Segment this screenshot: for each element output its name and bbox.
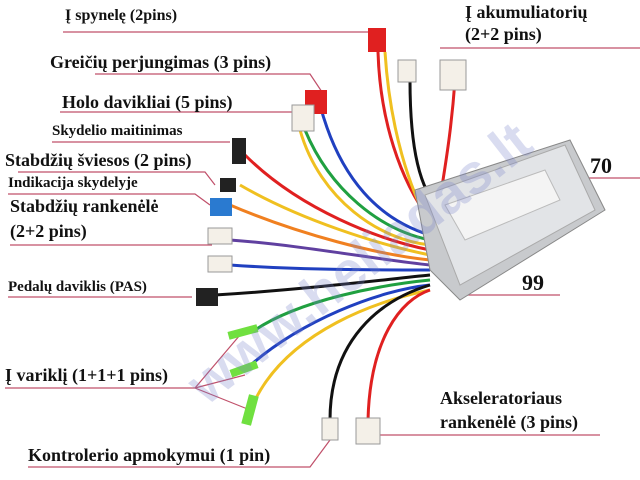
- label-battery: Į akumuliatorių: [465, 2, 588, 22]
- label-pas: Pedalų daviklis (PAS): [8, 279, 147, 295]
- label-motor: Į variklį (1+1+1 pins): [5, 365, 169, 385]
- label-panel-power: Skydelio maitinimas: [52, 123, 183, 139]
- label-brake-lever-pins: (2+2 pins): [10, 221, 87, 241]
- controller-box: [414, 139, 606, 301]
- label-battery-pins: (2+2 pins): [465, 24, 542, 44]
- label-hall: Holo davikliai (5 pins): [62, 92, 233, 112]
- connectors: [196, 28, 467, 445]
- label-lock: Į spynelę (2pins): [65, 7, 178, 24]
- label-learn: Kontrolerio apmokymui (1 pin): [28, 445, 271, 465]
- label-gear: Greičių perjungimas (3 pins): [50, 52, 272, 72]
- label-indicator: Indikacija skydelyje: [8, 175, 138, 191]
- label-brake-lever: Stabdžių rankenėlė: [10, 196, 159, 216]
- label-throttle-pins: rankenėlė (3 pins): [440, 412, 579, 432]
- wires: [214, 51, 457, 421]
- label-throttle: Akseleratoriaus: [440, 388, 562, 408]
- dimension-height: 70: [590, 153, 612, 178]
- label-brake-light: Stabdžių šviesos (2 pins): [5, 150, 192, 170]
- leader-lines: [5, 31, 640, 468]
- dimension-length: 99: [522, 270, 544, 295]
